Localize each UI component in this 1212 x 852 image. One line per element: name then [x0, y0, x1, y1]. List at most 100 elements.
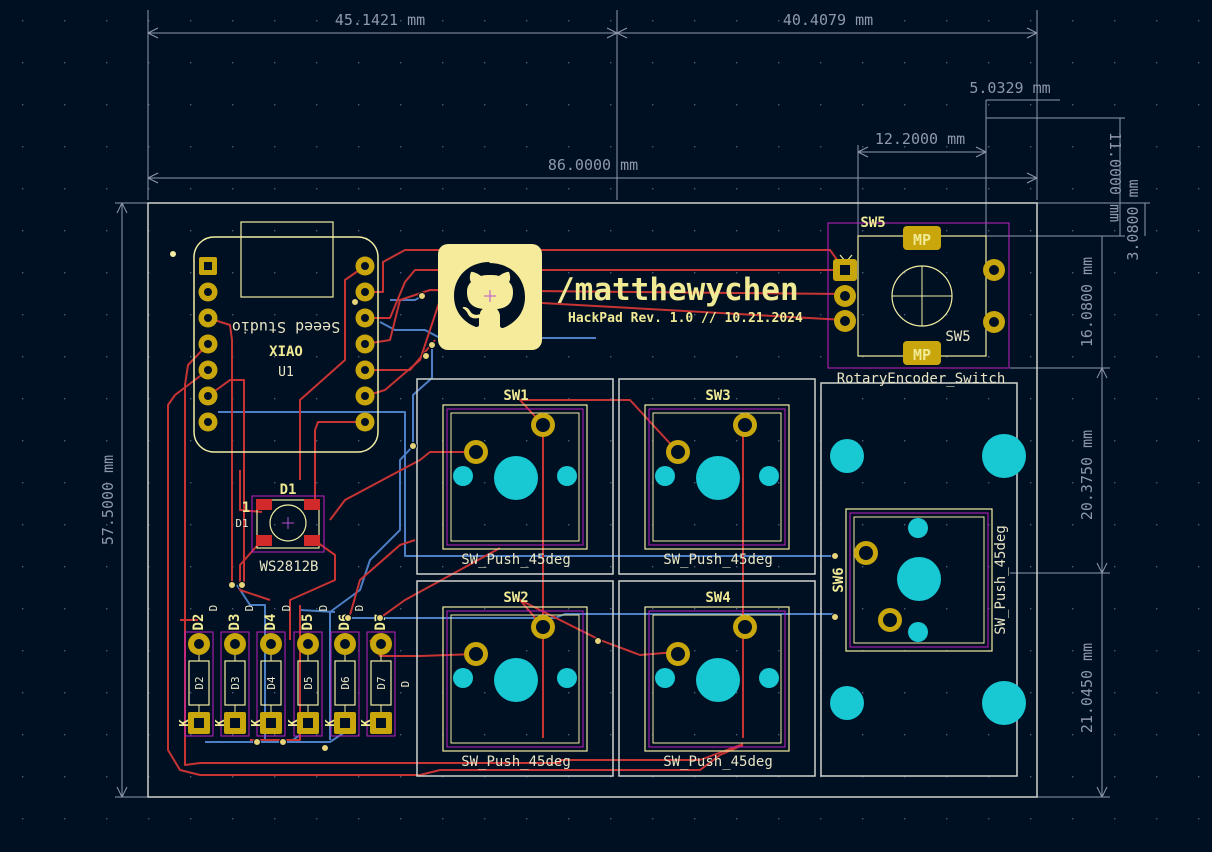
switch-drill-1 — [671, 445, 685, 459]
dimension-lines — [115, 10, 1150, 798]
switch-silk-outer — [644, 606, 790, 752]
diode-d-mark: D — [280, 605, 293, 612]
switch-silk-inner — [652, 412, 782, 542]
diode-ref: D4 — [263, 614, 279, 631]
switch-peg-left — [655, 668, 675, 688]
switch-3 — [416, 580, 614, 777]
diode-anode-drill — [376, 639, 386, 649]
diode-body-label: D2 — [193, 676, 206, 689]
diode-d-mark: D — [207, 605, 220, 612]
switch-silk-inner — [652, 614, 782, 744]
diode-ref: D3 — [227, 614, 243, 631]
switch-peg-right — [759, 668, 779, 688]
mcu-model: XIAO — [269, 344, 303, 360]
switch-peg-right — [557, 668, 577, 688]
switch-4 — [618, 580, 816, 777]
dim-86mm: 86.0000 mm — [548, 156, 638, 174]
switch-peg-right — [759, 466, 779, 486]
diode-cathode-mark: K — [249, 719, 263, 727]
diode-cathode-drill — [376, 718, 386, 728]
switch-2 — [618, 378, 816, 575]
sw6-footprint-outline — [820, 382, 1018, 777]
led-ref: D1 — [280, 482, 297, 498]
diode-cathode-drill — [194, 718, 204, 728]
switch-center-hole — [494, 658, 538, 702]
switch-silk-outer — [644, 404, 790, 550]
switch-1 — [416, 378, 614, 575]
switch-center-hole — [494, 456, 538, 500]
sw2-footprint: SW_Push_45deg — [461, 754, 571, 770]
mcu-ref: U1 — [278, 365, 294, 380]
diode-cathode-drill — [230, 718, 240, 728]
switch-outline — [618, 580, 816, 777]
diode-ref: D5 — [300, 614, 316, 631]
diode-body-label: D4 — [265, 676, 278, 690]
encoder-mp-top: MP — [913, 231, 931, 249]
diode-courtyard — [256, 631, 286, 737]
diode-d-mark: D — [243, 605, 256, 612]
sw2-ref: SW2 — [503, 590, 528, 606]
switch-drill-2 — [738, 418, 752, 432]
diode-courtyard — [220, 631, 250, 737]
diode-courtyard — [366, 631, 396, 737]
switch-drill-2 — [738, 620, 752, 634]
dim-5mm: 5.0329 mm — [969, 79, 1050, 97]
switch-peg-left — [453, 668, 473, 688]
encoder-ref-fab: SW5 — [945, 329, 970, 345]
sw4-footprint: SW_Push_45deg — [663, 754, 773, 770]
diode-courtyard — [330, 631, 360, 737]
mcu-pads — [198, 256, 375, 432]
xiao-module — [193, 221, 379, 453]
switch-drill-1 — [671, 647, 685, 661]
sw3-ref: SW3 — [705, 388, 730, 404]
diode-d-mark: D — [317, 605, 330, 612]
dim-16mm: 16.0800 mm — [1078, 257, 1096, 347]
github-logo — [438, 244, 542, 350]
switch-outline — [618, 378, 816, 575]
switch-peg-right — [557, 466, 577, 486]
sw6-footprint: SW_Push_45deg — [993, 525, 1009, 635]
switch-center-hole — [696, 456, 740, 500]
dim-11mm: 11.0000 mm — [1106, 132, 1124, 222]
switch-drill-2 — [536, 620, 550, 634]
diode-cathode-mark: K — [286, 719, 300, 727]
led-ref-small: D1 — [235, 517, 248, 530]
switch-peg-left — [655, 466, 675, 486]
diode-anode-drill — [303, 639, 313, 649]
diode-anode-drill — [266, 639, 276, 649]
dim-45mm: 45.1421 mm — [335, 11, 425, 29]
diode-body-label: D3 — [229, 676, 242, 689]
diode-body-label: D6 — [339, 676, 352, 689]
diode-cathode-drill — [266, 718, 276, 728]
switch-outline — [416, 580, 614, 777]
vias — [228, 292, 839, 752]
switch-drill-1 — [469, 445, 483, 459]
diode-d-mark: D — [399, 681, 412, 688]
diode-body-label: D5 — [302, 676, 315, 689]
switch-courtyard — [648, 408, 786, 546]
sw3-footprint: SW_Push_45deg — [663, 552, 773, 568]
diode-anode-drill — [340, 639, 350, 649]
led-part: WS2812B — [259, 559, 318, 575]
diode-cathode-mark: K — [177, 719, 191, 727]
diode-cathode-drill — [303, 718, 313, 728]
sw1-footprint: SW_Push_45deg — [461, 552, 571, 568]
diode-anode-drill — [230, 639, 240, 649]
sw6-ref: SW6 — [831, 567, 847, 592]
logo-handle: /matthewychen — [556, 272, 799, 308]
switch-silk-outer — [442, 404, 588, 550]
diode-courtyard — [293, 631, 323, 737]
switch-courtyard — [446, 408, 584, 546]
logo-revision: HackPad Rev. 1.0 // 10.21.2024 — [568, 311, 803, 326]
switch-silk-inner — [450, 412, 580, 542]
diode-courtyard — [184, 631, 214, 737]
switch-outline — [416, 378, 614, 575]
diode-cathode-drill — [340, 718, 350, 728]
switch-drill-2 — [536, 418, 550, 432]
pin1-marker — [170, 251, 176, 257]
